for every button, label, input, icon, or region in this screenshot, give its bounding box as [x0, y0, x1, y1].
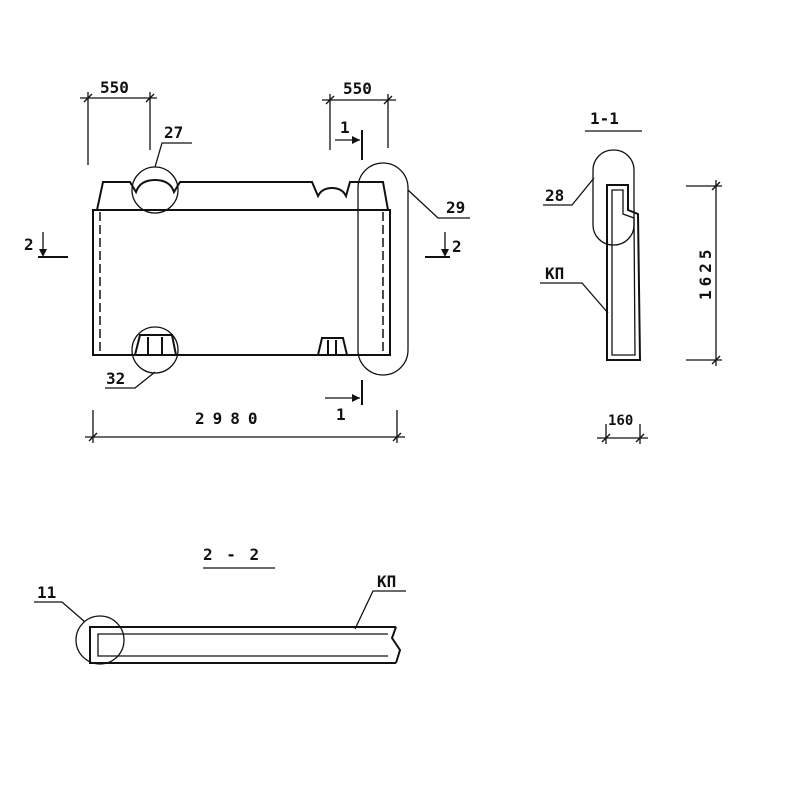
- leader-27: [154, 142, 192, 168]
- callout-label-27: 27: [164, 123, 183, 142]
- section-mark-1-top: 1: [335, 118, 363, 160]
- dimension-160: 160: [597, 413, 648, 444]
- panel-body: [92, 209, 391, 356]
- dim-label-1625: 1625: [696, 245, 715, 300]
- dim-label-2980: 2980: [195, 409, 266, 428]
- section-title-2-2: 2 - 2: [203, 545, 261, 564]
- bottom-notch-right: [317, 337, 348, 356]
- section-mark-2-right: 2: [425, 232, 462, 258]
- bottom-notch-left: [134, 334, 177, 356]
- section-label-2-right: 2: [452, 237, 462, 256]
- section-mark-1-bottom: 1: [325, 380, 363, 424]
- callout-label-29: 29: [446, 198, 465, 217]
- callout-circle-11: [75, 615, 125, 665]
- dim-label-550-left: 550: [100, 78, 129, 97]
- leader-28: [543, 177, 595, 206]
- callout-label-28: 28: [545, 186, 564, 205]
- section-label-1-bottom: 1: [336, 405, 346, 424]
- dimension-2980: 2980: [85, 409, 405, 443]
- section-label-1-top: 1: [340, 118, 350, 137]
- front-view: 27 32 29 550 550 1: [24, 78, 470, 443]
- section-profile-inner: [611, 189, 636, 356]
- dim-label-550-right: 550: [343, 79, 372, 98]
- leader-32: [105, 371, 156, 389]
- callout-oval-28: [592, 149, 635, 246]
- callout-label-11: 11: [37, 583, 56, 602]
- leader-kp-2: [354, 590, 406, 630]
- section-label-2-left: 2: [24, 235, 34, 254]
- panel-top-lip: [96, 178, 389, 211]
- callout-oval-29: [357, 162, 409, 376]
- plate-inner: [97, 633, 388, 657]
- section-2-2: 2 - 2 11 КП: [34, 545, 406, 665]
- section-mark-2-left: 2: [24, 232, 68, 258]
- callout-label-32: 32: [106, 369, 125, 388]
- dimension-1625: 1625: [686, 180, 722, 366]
- leader-29: [407, 189, 470, 219]
- leader-kp-1: [540, 282, 609, 314]
- section-profile-outer: [606, 184, 642, 361]
- dim-label-160: 160: [608, 413, 633, 429]
- label-kp-section-2: КП: [377, 572, 396, 591]
- section-1-1: 1-1 28 КП 1625 160: [540, 109, 722, 444]
- section-title-1-1: 1-1: [590, 109, 619, 128]
- dimension-550-right: 550: [322, 79, 396, 150]
- callout-circle-32: [131, 326, 179, 374]
- dimension-550-left: 550: [80, 78, 157, 165]
- label-kp-section-1: КП: [545, 264, 564, 283]
- plate-outer: [89, 626, 402, 664]
- leader-11: [34, 601, 86, 623]
- callout-circle-27: [131, 166, 179, 214]
